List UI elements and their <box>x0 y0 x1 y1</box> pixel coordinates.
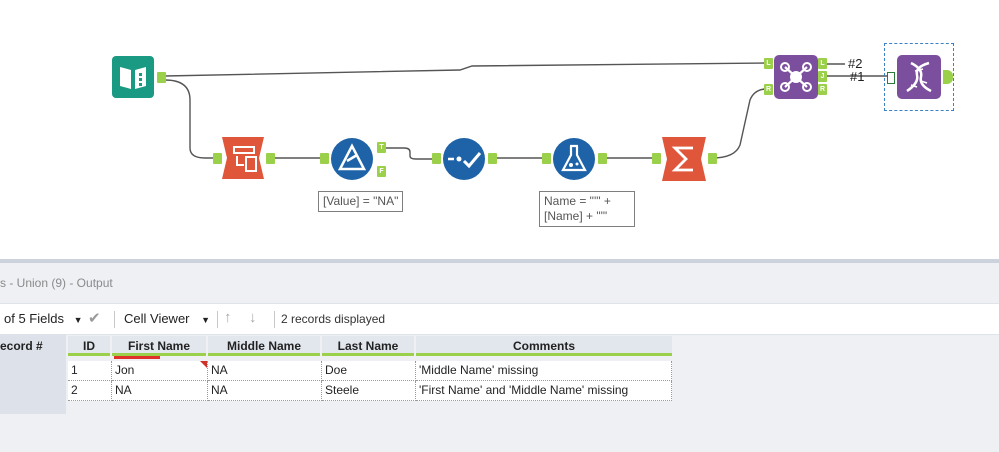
column-header-id[interactable]: ID <box>68 336 110 356</box>
wire-summarize-to-join-right <box>711 88 766 159</box>
toolbar-separator <box>274 311 275 328</box>
cleanse-output-anchor[interactable] <box>488 153 497 164</box>
filter-input-anchor[interactable] <box>320 153 329 164</box>
workflow-canvas[interactable]: T F [Value] = "NA" Name = "'" + [Name] +… <box>0 0 999 262</box>
summarize-input-anchor[interactable] <box>652 153 661 164</box>
input-data-tool[interactable] <box>112 56 154 98</box>
table-row-2-middle-name[interactable]: NA <box>208 381 322 401</box>
checkmark-icon[interactable]: ✔ <box>88 310 101 327</box>
cell-viewer-dropdown[interactable]: Cell Viewer ▼ <box>124 311 210 326</box>
toolbar-separator <box>114 311 115 328</box>
summarize-output-anchor[interactable] <box>708 153 717 164</box>
cleanse-input-anchor[interactable] <box>432 153 441 164</box>
wire-input-to-select <box>164 79 222 159</box>
data-cleansing-icon <box>443 138 485 180</box>
formula-input-anchor[interactable] <box>542 153 551 164</box>
table-row-2-first-name[interactable]: NA <box>112 381 208 401</box>
arrow-up-icon[interactable]: ↑ <box>224 309 232 326</box>
pane-divider[interactable] <box>0 259 999 263</box>
column-header-comments[interactable]: Comments <box>416 336 672 356</box>
flask-icon <box>553 138 595 180</box>
table-row-1-id[interactable]: 1 <box>68 361 112 381</box>
network-icon <box>774 55 818 99</box>
table-row-2-last-name[interactable]: Steele <box>322 381 416 401</box>
records-count: 2 records displayed <box>281 312 386 326</box>
wire-label-2: #2 <box>848 56 863 71</box>
chevron-down-icon: ▼ <box>201 315 211 325</box>
fields-selector[interactable]: of 5 Fields ▼ <box>4 311 83 326</box>
column-header-first-name[interactable]: First Name <box>112 336 206 356</box>
table-row-2-comments[interactable]: 'First Name' and 'Middle Name' missing <box>416 381 672 401</box>
results-title-bar: s - Union (9) - Output <box>0 263 999 301</box>
select-tool[interactable] <box>222 137 264 179</box>
select-input-anchor[interactable] <box>213 153 222 164</box>
filter-icon <box>331 138 373 180</box>
cell-viewer-label: Cell Viewer <box>124 311 190 326</box>
join-join-output-anchor[interactable]: J <box>818 71 827 82</box>
summarize-tool[interactable] <box>662 137 706 181</box>
arrow-down-icon[interactable]: ↓ <box>249 309 257 326</box>
formula-annotation: Name = "'" + [Name] + "'" <box>539 191 635 227</box>
record-number-column <box>0 334 66 414</box>
results-toolbar: of 5 Fields ▼ ✔ Cell Viewer ▼ ↑ ↓ 2 reco… <box>0 303 999 335</box>
formula-output-anchor[interactable] <box>598 153 607 164</box>
wire-label-1: #1 <box>850 69 865 84</box>
join-right-output-anchor[interactable]: R <box>818 84 827 95</box>
join-left-output-anchor[interactable]: L <box>818 58 827 69</box>
chevron-down-icon: ▼ <box>73 315 83 325</box>
join-right-input-anchor[interactable]: R <box>764 84 773 95</box>
wire-filter-true-to-dataprep <box>386 147 440 160</box>
browse-tool[interactable] <box>884 43 954 111</box>
formula-tool[interactable] <box>552 137 596 181</box>
select-columns-icon <box>222 137 264 179</box>
results-title: s - Union (9) - Output <box>0 276 113 290</box>
table-row-1-comments[interactable]: 'Middle Name' missing <box>416 361 672 381</box>
column-header-middle-name[interactable]: Middle Name <box>208 336 320 356</box>
table-row-1-last-name[interactable]: Doe <box>322 361 416 381</box>
join-left-input-anchor[interactable]: L <box>764 58 773 69</box>
sigma-icon <box>662 137 706 181</box>
data-cleansing-tool[interactable] <box>442 137 486 181</box>
wire-input-to-join-left <box>164 62 766 77</box>
sort-indicator <box>114 356 160 359</box>
table-row-1-middle-name[interactable]: NA <box>208 361 322 381</box>
toolbar-separator <box>217 311 218 328</box>
browse-input-anchor[interactable] <box>887 72 895 84</box>
filter-annotation: [Value] = "NA" <box>318 191 404 212</box>
connection-wires <box>164 62 887 160</box>
column-header-last-name[interactable]: Last Name <box>322 336 414 356</box>
table-row-1-first-name[interactable]: Jon <box>112 361 208 381</box>
union-tool[interactable] <box>774 55 818 99</box>
filter-tool[interactable] <box>330 137 374 181</box>
input-output-anchor[interactable] <box>157 72 166 83</box>
browse-output-anchor[interactable] <box>943 70 953 84</box>
filter-false-anchor[interactable]: F <box>377 166 386 177</box>
cell-flag-icon <box>200 361 207 368</box>
fields-label: of 5 Fields <box>4 311 64 326</box>
record-number-header: ecord # <box>0 339 43 353</box>
results-pane: s - Union (9) - Output of 5 Fields ▼ ✔ C… <box>0 263 999 452</box>
select-output-anchor[interactable] <box>266 153 275 164</box>
dna-icon <box>897 55 941 99</box>
table-row-2-id[interactable]: 2 <box>68 381 112 401</box>
filter-true-anchor[interactable]: T <box>377 142 386 153</box>
book-icon <box>112 56 154 98</box>
